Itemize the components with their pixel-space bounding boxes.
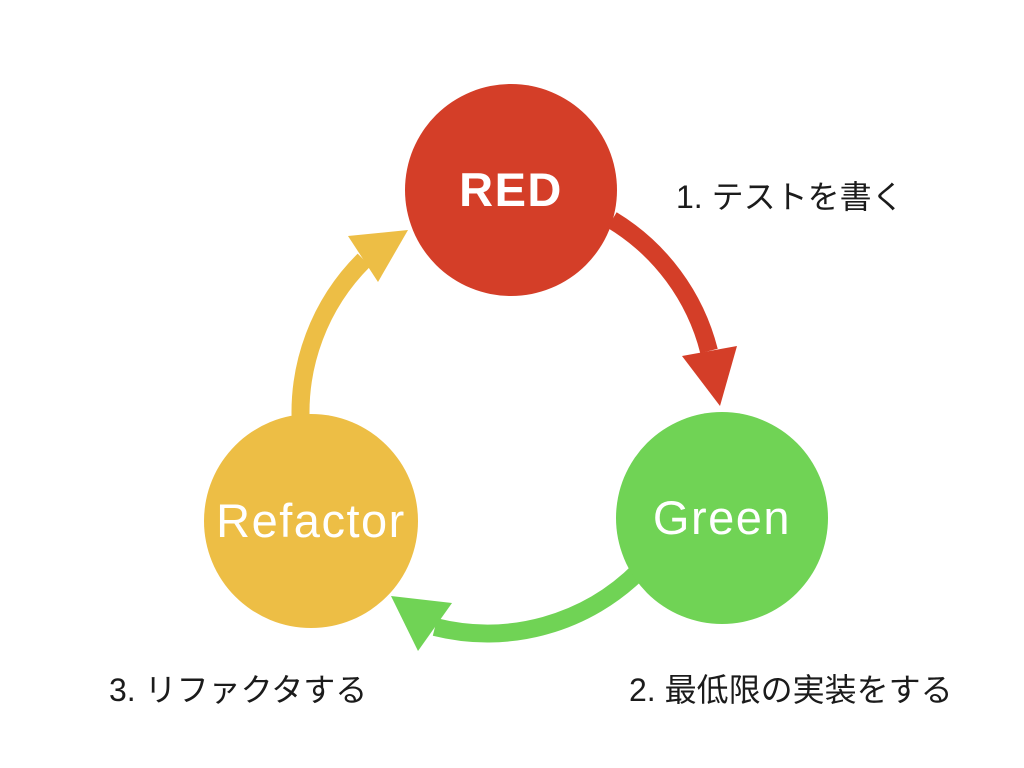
arrow-refactor-to-red-shaft	[291, 253, 371, 428]
node-refactor: Refactor	[204, 414, 418, 628]
annotation-step-2: 2. 最低限の実装をする	[629, 672, 953, 708]
node-red-circle	[405, 84, 617, 296]
annotation-step-3: 3. リファクタする	[109, 672, 367, 708]
arrow-refactor-to-red	[291, 230, 408, 428]
node-refactor-circle	[204, 414, 418, 628]
arrow-refactor-to-red-head	[348, 230, 408, 282]
node-refactor-label: Refactor	[216, 494, 406, 547]
arrow-green-to-refactor	[391, 563, 647, 651]
arrow-green-to-refactor-shaft	[432, 563, 647, 643]
arrow-red-to-green-head	[682, 346, 737, 406]
arrow-green-to-refactor-head	[391, 596, 452, 651]
node-red-label: RED	[459, 163, 563, 216]
node-green-circle	[616, 412, 828, 624]
node-green-label: Green	[653, 491, 791, 544]
node-red: RED	[405, 84, 617, 296]
arrow-red-to-green	[607, 212, 737, 406]
arrow-red-to-green-shaft	[607, 212, 718, 354]
annotation-step-1: 1. テストを書く	[676, 179, 904, 215]
node-green: Green	[616, 412, 828, 624]
